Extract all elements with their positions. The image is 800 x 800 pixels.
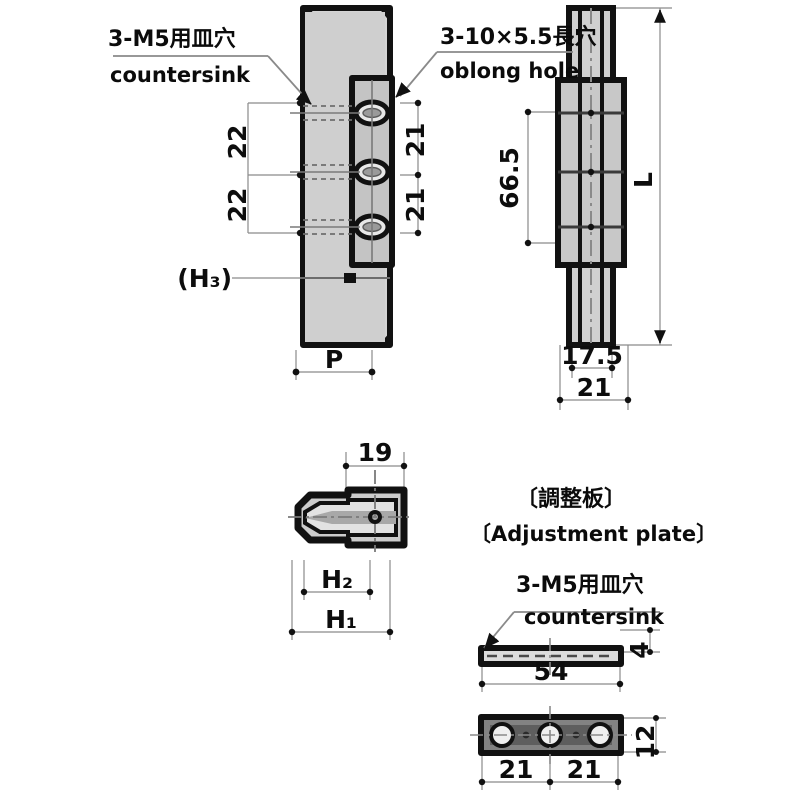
leader-lines-layer: [113, 51, 660, 649]
front-view-h3-marker: [344, 273, 356, 283]
dim-inner-width: 17.5: [561, 341, 623, 370]
countersink-plate-en: countersink: [524, 605, 665, 629]
dim-outer-width: 21: [577, 373, 612, 402]
front-view-centerlines: [290, 80, 373, 263]
dim-hole-span: 66.5: [495, 147, 524, 209]
adjustment-plate-jp: 〔調整板〕: [516, 486, 626, 512]
dim-plate-width: 12: [631, 725, 660, 760]
oblong-hole-en: oblong hole: [440, 59, 579, 83]
countersink-top-en: countersink: [110, 63, 251, 87]
side-view-hole-dots: [587, 109, 595, 231]
dim-hole-pitch-upper: 21: [401, 123, 430, 158]
section-view-pivot: [368, 510, 382, 524]
dim-plate-pitch-left: 21: [499, 755, 534, 784]
front-view-hidden-lines: [303, 105, 352, 235]
section-view-centerline: [288, 470, 412, 552]
front-view: [290, 5, 395, 348]
dim-pitch-upper: 22: [223, 125, 252, 160]
dim-height-h3: (H₃): [177, 264, 232, 293]
adjustment-plate-side-view: [478, 638, 624, 676]
dim-hole-pitch-lower: 21: [401, 188, 430, 223]
dim-width-p: P: [325, 345, 343, 374]
countersink-plate-jp: 3-M5用皿穴: [516, 572, 644, 598]
side-view-edges: [578, 11, 604, 342]
dim-height-h2: H₂: [321, 565, 353, 594]
oblong-hole-jp: 3-10×5.5長穴: [440, 24, 596, 50]
callout-labels: 3-M5用皿穴 countersink 3-10×5.5長穴 oblong ho…: [108, 24, 717, 629]
adjustment-plate-en: 〔Adjustment plate〕: [470, 522, 717, 546]
dim-pitch-lower: 22: [223, 188, 252, 223]
section-view: [288, 470, 412, 552]
dim-plate-length: 54: [534, 657, 569, 686]
plate-plan-centerline: [470, 706, 632, 764]
countersink-top-jp: 3-M5用皿穴: [108, 26, 236, 52]
dimension-labels: 22 22 21 21 (H₃) P 66.5 L 17.5 21 19 H₂ …: [177, 123, 660, 784]
dim-length-l: L: [629, 172, 658, 188]
dim-height-h1: H₁: [325, 605, 357, 634]
dim-plate-pitch-right: 21: [567, 755, 602, 784]
dim-plate-thickness: 4: [625, 641, 654, 658]
front-view-outline: [300, 5, 393, 348]
dim-top-width-19: 19: [358, 438, 393, 467]
adjustment-plate-plan-view: [470, 706, 632, 764]
side-view: [555, 5, 627, 348]
